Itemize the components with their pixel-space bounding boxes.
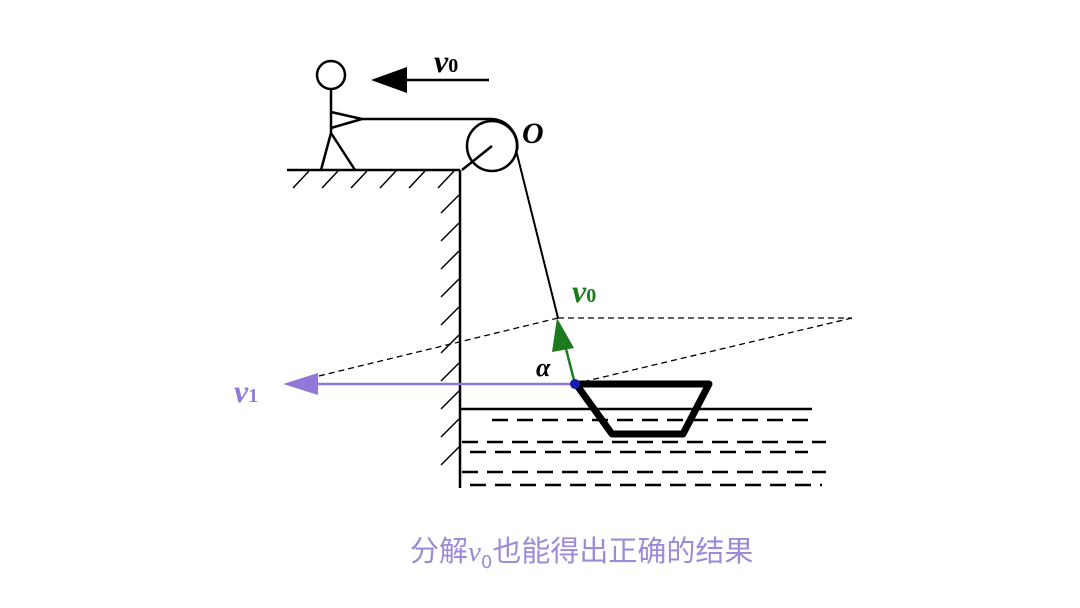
hatch-mark [440, 250, 460, 270]
hatch-mark [440, 222, 460, 242]
hatch-mark [440, 390, 460, 410]
top-v0-arrow [371, 67, 489, 93]
hatch-mark [440, 306, 460, 326]
water [460, 407, 826, 487]
hatch-mark [440, 418, 460, 438]
hatch-mark [350, 170, 368, 189]
hatch-mark [408, 170, 426, 189]
top-v0-label: v0 [434, 43, 458, 79]
pulley-label: O [522, 117, 544, 150]
hatch-mark [437, 170, 455, 189]
v1-label: v1 [234, 373, 258, 409]
construction-lines [289, 317, 853, 384]
pulley [362, 117, 519, 173]
hatch-mark [379, 170, 397, 189]
rope [515, 149, 559, 319]
hatch-mark [321, 170, 339, 189]
v1-arrow [283, 373, 575, 395]
v0-rope-label: v0 [572, 273, 596, 309]
hatch-mark [440, 362, 460, 382]
angle-alpha-label: α [536, 353, 551, 382]
caption: 分解v0也能得出正确的结果 [410, 534, 754, 573]
boat [572, 380, 713, 438]
hatch-mark [440, 278, 460, 298]
person-figure [315, 59, 363, 171]
pivot-dot [570, 379, 580, 389]
hatch-mark [440, 446, 460, 466]
v0-rope-arrow [552, 318, 577, 385]
cliff [287, 168, 462, 488]
hatch-mark [292, 170, 310, 189]
hatch-mark [440, 194, 460, 214]
